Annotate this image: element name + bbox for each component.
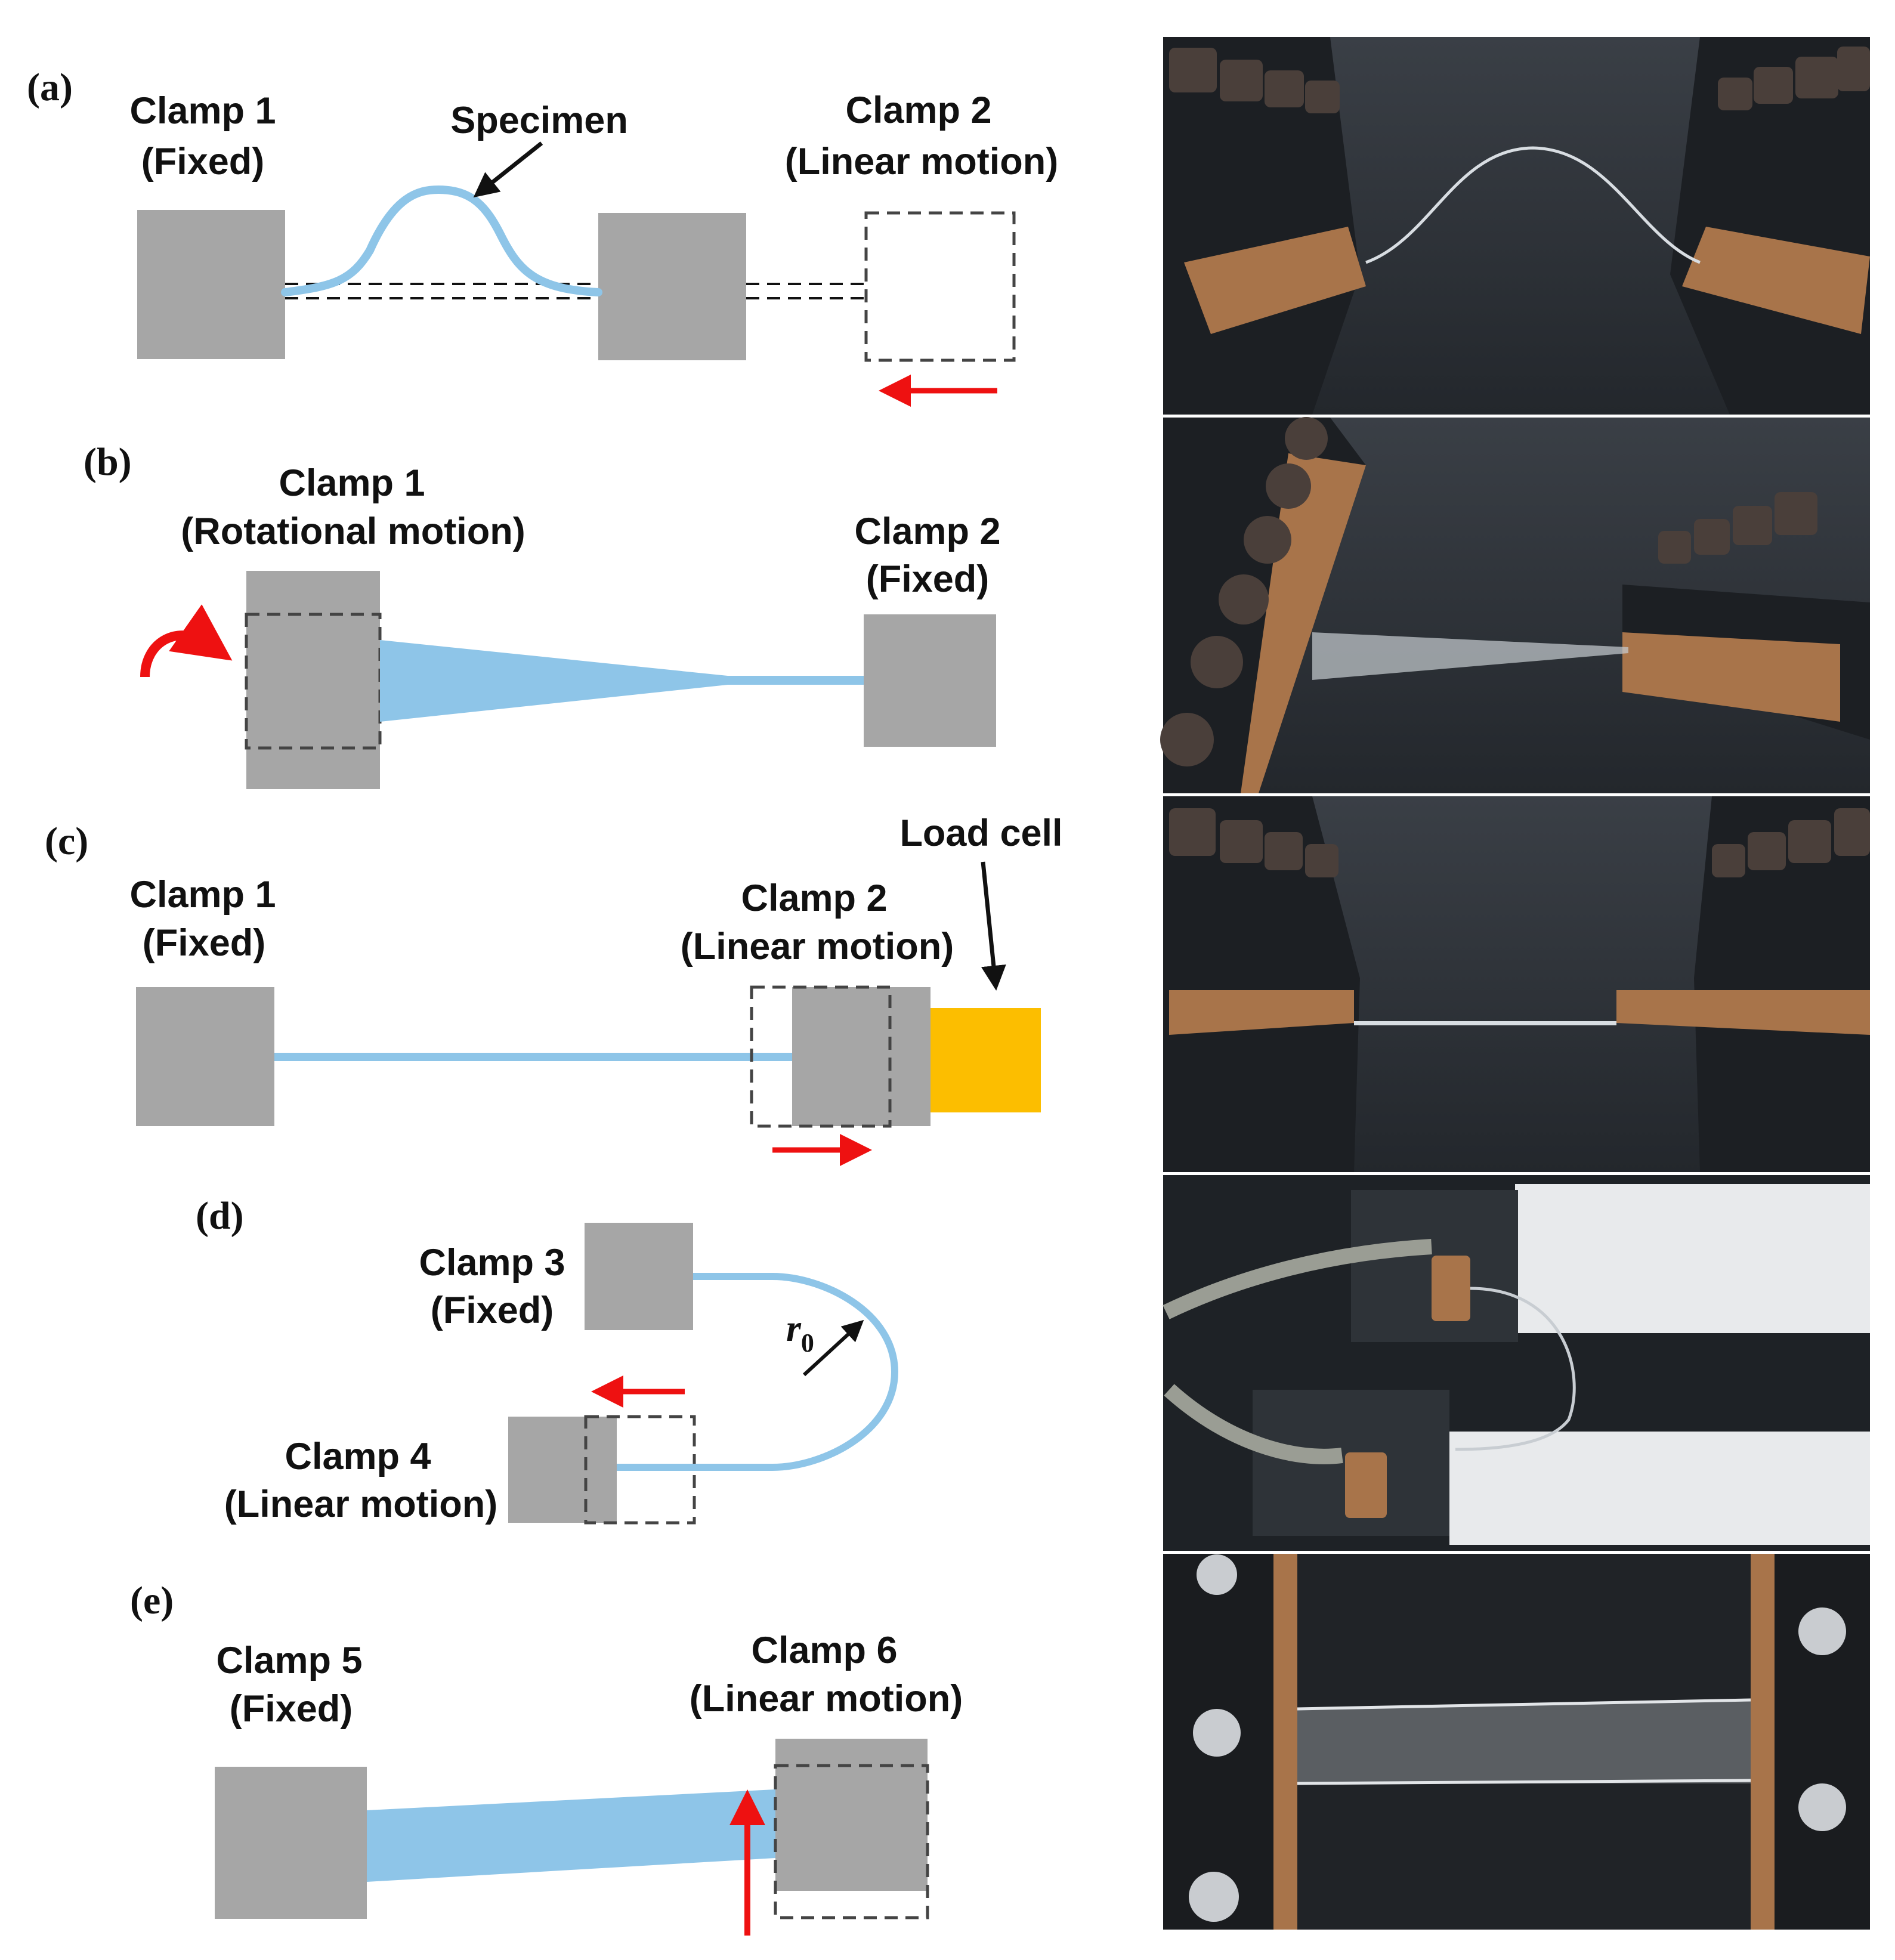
- clamp4-block: [508, 1417, 617, 1523]
- clamp5-name-label: Clamp 5: [216, 1640, 362, 1681]
- clamp2-name-label: Clamp 2: [741, 877, 887, 919]
- clamp1-type-label: (Fixed): [141, 141, 265, 183]
- photo-a: [1163, 37, 1870, 415]
- clamp2-type-label: (Fixed): [866, 558, 990, 600]
- load-cell-pointer-arrow: [981, 861, 1006, 991]
- load-cell-block: [931, 1008, 1041, 1112]
- clamp1-type-label: (Fixed): [143, 922, 266, 964]
- panel-e-label: (e): [130, 1579, 174, 1622]
- photo-b: [1160, 417, 1870, 793]
- panel-e-diagram: (e) Clamp 5 (Fixed) Clamp 6 (Linear moti…: [130, 1579, 963, 1936]
- clamp3-block: [585, 1223, 693, 1330]
- panel-b-label: (b): [84, 440, 132, 484]
- clamp5-block: [215, 1767, 367, 1919]
- clamp2-type-label: (Linear motion): [785, 141, 1058, 183]
- panel-c-label: (c): [45, 820, 88, 863]
- clamp4-name-label: Clamp 4: [285, 1436, 431, 1477]
- clamp2-name-label: Clamp 2: [845, 89, 991, 131]
- clamp4-initial-position: [584, 1415, 696, 1525]
- clamp2-type-label: (Linear motion): [681, 926, 954, 967]
- panel-c-diagram: (c) Clamp 1 (Fixed) Clamp 2 (Linear moti…: [45, 812, 1063, 1166]
- bend-radius-arrow: [802, 1319, 864, 1377]
- clamp2-name-label: Clamp 2: [854, 511, 1000, 552]
- panel-a-label: (a): [27, 66, 73, 109]
- specimen-straight-segment: [725, 676, 864, 685]
- photo-d: [1163, 1175, 1870, 1551]
- bend-radius-label: r0: [786, 1307, 814, 1358]
- load-cell-label: Load cell: [899, 812, 1062, 854]
- clamp2-block: [598, 213, 746, 360]
- straight-specimen: [274, 1053, 792, 1061]
- clamp2-initial-position: [750, 985, 892, 1128]
- panel-a-diagram: (a) Clamp 1 (Fixed) Specimen Clamp 2 (Li…: [27, 66, 1058, 407]
- photo-e: [1163, 1554, 1870, 1930]
- clamp1-block: [136, 987, 274, 1126]
- clamp1-name-label: Clamp 1: [279, 462, 425, 504]
- panel-d-label: (d): [196, 1194, 244, 1238]
- specimen-label: Specimen: [450, 100, 628, 141]
- clamp2-initial-position: [864, 211, 1016, 362]
- clamp2-block: [864, 614, 996, 747]
- clamp3-name-label: Clamp 3: [419, 1242, 565, 1284]
- buckled-specimen: [281, 185, 602, 296]
- shear-specimen: [367, 1789, 775, 1882]
- clamp2-block: [792, 987, 931, 1126]
- photo-c: [1163, 796, 1870, 1172]
- clamp1-name-label: Clamp 1: [129, 90, 276, 132]
- clamp4-type-label: (Linear motion): [224, 1483, 497, 1525]
- clamp1-name-label: Clamp 1: [129, 874, 276, 916]
- clamp6-block: [775, 1739, 928, 1891]
- clamp6-type-label: (Linear motion): [690, 1678, 963, 1720]
- panel-b-diagram: (b) Clamp 1 (Rotational motion) Clamp 2 …: [84, 440, 1001, 789]
- clamp6-name-label: Clamp 6: [751, 1630, 897, 1671]
- clamp1-type-label: (Rotational motion): [181, 511, 525, 552]
- twisted-specimen-wedge: [380, 640, 728, 722]
- clamp1-block: [246, 571, 380, 789]
- clamp5-type-label: (Fixed): [230, 1688, 353, 1730]
- u-bent-specimen: [617, 1273, 899, 1471]
- panel-d-diagram: (d) Clamp 3 (Fixed) Clamp 4 (Linear moti…: [196, 1194, 899, 1525]
- rotation-arrow: [140, 604, 233, 678]
- clamp1-block: [137, 210, 285, 359]
- clamp3-type-label: (Fixed): [431, 1290, 554, 1331]
- specimen-pointer-arrow: [473, 141, 543, 198]
- clamp6-initial-position: [774, 1764, 929, 1919]
